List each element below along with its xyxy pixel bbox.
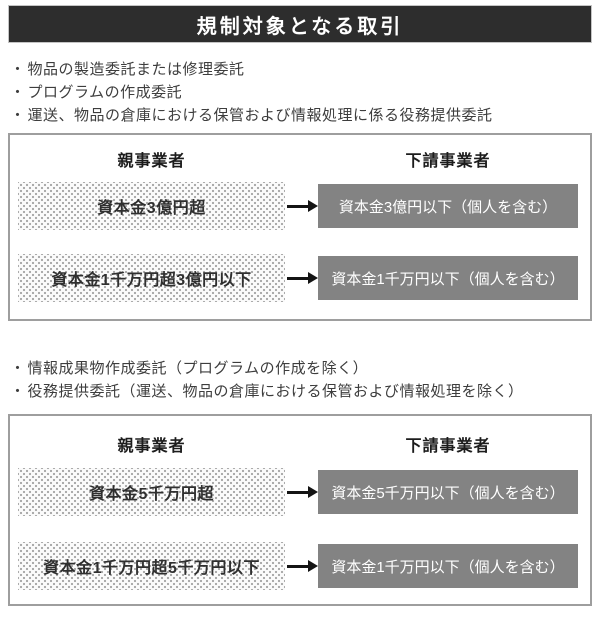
header-bar: 規制対象となる取引 <box>8 5 592 43</box>
arrow-wrap <box>285 204 318 208</box>
subcontractor-header: 下請事業者 <box>405 438 491 455</box>
subcontractor-capital-cell: 資本金3億円以下（個人を含む） <box>318 184 578 228</box>
bullet-text: 運送、物品の倉庫における保管および情報処理に係る役務提供委託 <box>27 107 493 124</box>
parent-capital-cell: 資本金3億円超 <box>18 182 285 230</box>
header-gap <box>285 151 318 173</box>
bullet-text: 情報成果物作成委託（プログラムの作成を除く） <box>27 360 369 377</box>
arrow-wrap <box>285 490 318 494</box>
column-headers: 親事業者 下請事業者 <box>18 151 590 173</box>
capital-row: 資本金1千万円超3億円以下 資本金1千万円以下（個人を含む） <box>18 254 590 302</box>
parent-company-header: 親事業者 <box>117 438 186 455</box>
capital-row: 資本金3億円超 資本金3億円以下（個人を含む） <box>18 182 590 230</box>
subcontractor-header: 下請事業者 <box>405 153 491 170</box>
bullet-list-1: ・ 物品の製造委託または修理委託 ・ プログラムの作成委託 ・ 運送、物品の倉庫… <box>10 58 594 127</box>
subcontractor-capital-cell: 資本金5千万円以下（個人を含む） <box>318 470 578 514</box>
arrow-wrap <box>285 564 318 568</box>
bullet-item: ・ 情報成果物作成委託（プログラムの作成を除く） <box>10 357 594 380</box>
subcontractor-capital-cell: 資本金1千万円以下（個人を含む） <box>318 544 578 588</box>
transaction-box-2: 親事業者 下請事業者 資本金5千万円超 資本金5千万円以下（個人を含む） 資本金… <box>8 414 592 606</box>
bullet-item: ・ 役務提供委託（運送、物品の倉庫における保管および情報処理を除く） <box>10 380 594 403</box>
parent-capital-cell: 資本金5千万円超 <box>18 468 285 516</box>
page-title: 規制対象となる取引 <box>196 15 404 38</box>
bullet-item: ・ 運送、物品の倉庫における保管および情報処理に係る役務提供委託 <box>10 104 594 127</box>
subcontractor-capital-cell: 資本金1千万円以下（個人を含む） <box>318 256 578 300</box>
bullet-list-2: ・ 情報成果物作成委託（プログラムの作成を除く） ・ 役務提供委託（運送、物品の… <box>10 357 594 403</box>
bullet-marker: ・ <box>10 107 26 124</box>
bullet-text: プログラムの作成委託 <box>27 84 183 101</box>
right-arrow-icon <box>286 276 308 280</box>
arrow-wrap <box>285 276 318 280</box>
bullet-marker: ・ <box>10 84 26 101</box>
capital-row: 資本金1千万円超5千万円以下 資本金1千万円以下（個人を含む） <box>18 542 590 590</box>
bullet-item: ・ 物品の製造委託または修理委託 <box>10 58 594 81</box>
bullet-marker: ・ <box>10 61 26 78</box>
right-arrow-icon <box>286 490 308 494</box>
right-arrow-icon <box>286 204 308 208</box>
parent-capital-cell: 資本金1千万円超5千万円以下 <box>18 542 285 590</box>
parent-capital-cell: 資本金1千万円超3億円以下 <box>18 254 285 302</box>
parent-company-header: 親事業者 <box>117 153 186 170</box>
transaction-box-1: 親事業者 下請事業者 資本金3億円超 資本金3億円以下（個人を含む） 資本金1千… <box>8 133 592 321</box>
right-arrow-icon <box>286 564 308 568</box>
bullet-text: 物品の製造委託または修理委託 <box>27 61 245 78</box>
bullet-marker: ・ <box>10 383 26 400</box>
column-headers: 親事業者 下請事業者 <box>18 436 590 458</box>
bullet-text: 役務提供委託（運送、物品の倉庫における保管および情報処理を除く） <box>27 383 524 400</box>
bullet-item: ・ プログラムの作成委託 <box>10 81 594 104</box>
capital-row: 資本金5千万円超 資本金5千万円以下（個人を含む） <box>18 468 590 516</box>
header-gap <box>285 436 318 458</box>
bullet-marker: ・ <box>10 360 26 377</box>
